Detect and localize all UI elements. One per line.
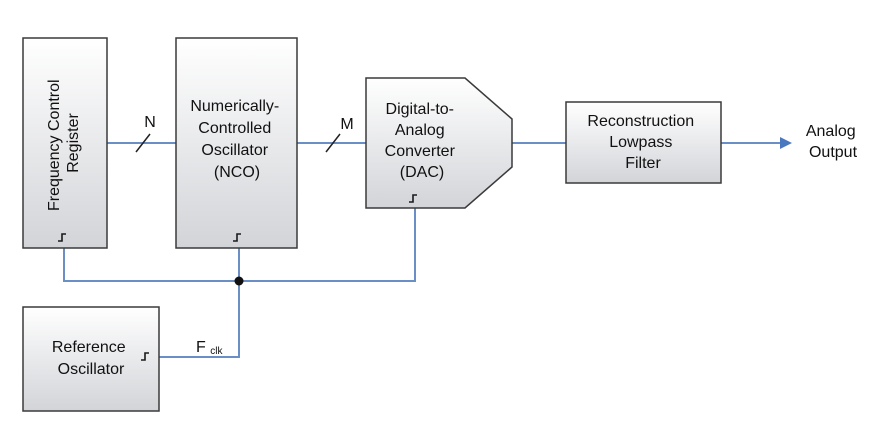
- dac-label-line-3: Converter: [385, 143, 456, 160]
- fclk-label-sub: clk: [210, 346, 223, 357]
- wire-ref-clock: [159, 281, 240, 358]
- output-label: Analog Output: [806, 123, 860, 161]
- nco-label-line-4: (NCO): [214, 164, 260, 181]
- clock-junction-dot: [234, 276, 244, 286]
- dac-label-line-1: Digital-to-: [386, 101, 454, 118]
- output-label-line-1: Analog: [806, 123, 856, 140]
- dac-block: [365, 77, 513, 209]
- fcr-block: [22, 37, 108, 249]
- dac-clock-icon: [409, 194, 417, 203]
- dac-label: Digital-to- Analog Converter (DAC): [385, 101, 460, 181]
- nco-label: Numerically- Controlled Oscillator (NCO): [190, 98, 283, 181]
- bus-n-label: N: [144, 114, 156, 131]
- filter-label-line-1: Reconstruction: [587, 113, 694, 130]
- ref-osc-clock-icon: [141, 352, 149, 361]
- nco-block: [175, 37, 298, 249]
- nco-clock-icon: [233, 233, 241, 242]
- fclk-label-main: F: [196, 339, 206, 356]
- nco-label-line-3: Oscillator: [201, 142, 268, 159]
- output-label-line-2: Output: [809, 144, 858, 161]
- filter-label-line-2: Lowpass: [609, 134, 672, 151]
- fcr-clock-icon: [58, 233, 66, 242]
- output-arrowhead: [780, 137, 792, 149]
- filter-block: [565, 101, 722, 184]
- nco-label-line-2: Controlled: [198, 120, 271, 137]
- fcr-label-line-2: Register: [65, 113, 82, 173]
- dac-label-line-2: Analog: [395, 122, 445, 139]
- fcr-label-line-1: Frequency Control: [46, 79, 63, 211]
- bus-m-label: M: [340, 116, 353, 133]
- bus-n-slash: [135, 133, 151, 153]
- ref-osc-label-line-2: Oscillator: [58, 361, 125, 378]
- ref-osc-label: Reference Oscillator: [52, 339, 130, 378]
- fclk-label: F clk: [196, 339, 223, 357]
- filter-label-line-3: Filter: [625, 155, 661, 172]
- ref-osc-block: [22, 306, 160, 412]
- bus-m-slash: [325, 133, 341, 153]
- ref-osc-label-line-1: Reference: [52, 339, 126, 356]
- dac-label-line-4: (DAC): [400, 164, 444, 181]
- fcr-label: Frequency Control Register: [46, 75, 82, 211]
- filter-label: Reconstruction Lowpass Filter: [587, 113, 698, 172]
- nco-label-line-1: Numerically-: [190, 98, 279, 115]
